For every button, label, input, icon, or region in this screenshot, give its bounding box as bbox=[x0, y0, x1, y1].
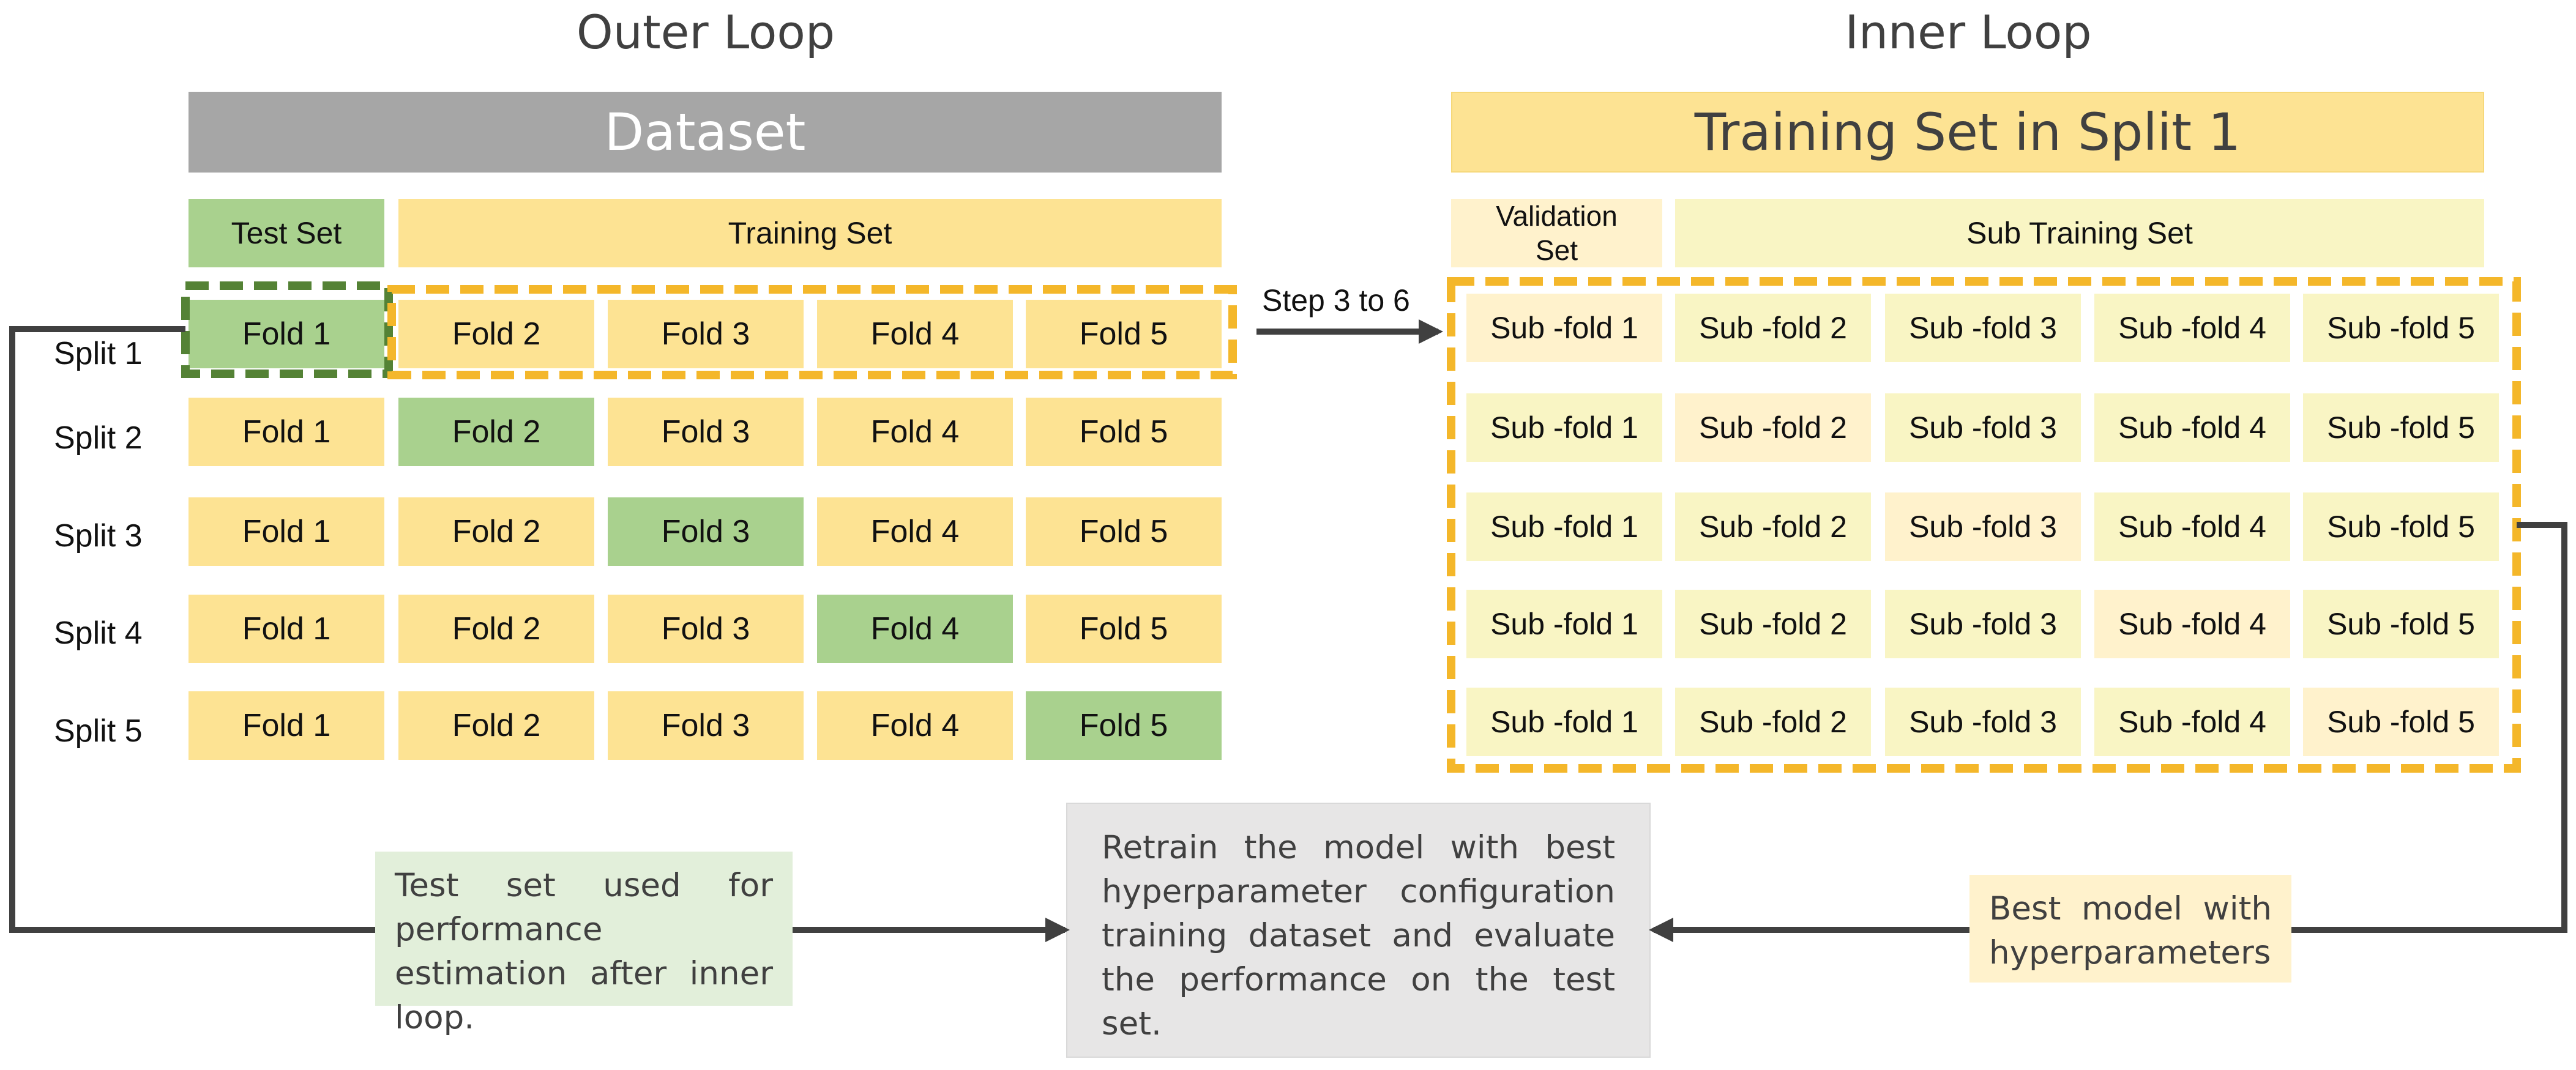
fold-cell: Fold 5 bbox=[1026, 595, 1222, 663]
fold-cell: Fold 4 bbox=[817, 595, 1013, 663]
fold-cell: Fold 1 bbox=[189, 398, 384, 466]
subfold-cell: Sub -fold 1 bbox=[1466, 294, 1662, 362]
right-loop-connector bbox=[2291, 522, 2567, 933]
fold-cell: Fold 1 bbox=[189, 300, 384, 368]
subfold-cell: Sub -fold 1 bbox=[1466, 590, 1662, 658]
subfold-cell: Sub -fold 2 bbox=[1675, 393, 1871, 462]
training-set-in-split-bar: Training Set in Split 1 bbox=[1451, 92, 2484, 173]
subfold-cell: Sub -fold 1 bbox=[1466, 492, 1662, 561]
fold-cell: Fold 4 bbox=[817, 497, 1013, 566]
fold-cell: Fold 2 bbox=[398, 497, 594, 566]
subfold-cell: Sub -fold 4 bbox=[2094, 294, 2290, 362]
training-folds-highlight bbox=[387, 285, 1237, 379]
subfold-cell: Sub -fold 3 bbox=[1885, 590, 2081, 658]
fold-cell: Fold 2 bbox=[398, 595, 594, 663]
subfold-cell: Sub -fold 2 bbox=[1675, 688, 1871, 756]
fold-cell: Fold 3 bbox=[608, 497, 804, 566]
fold-cell: Fold 1 bbox=[189, 595, 384, 663]
split-label-3: Split 3 bbox=[54, 518, 143, 554]
fold-cell: Fold 1 bbox=[189, 497, 384, 566]
sub-training-set-header: Sub Training Set bbox=[1675, 199, 2484, 267]
split-label-2: Split 2 bbox=[54, 420, 143, 456]
validation-set-header: Validation Set bbox=[1451, 199, 1662, 267]
fold-cell: Fold 3 bbox=[608, 595, 804, 663]
subfold-cell: Sub -fold 1 bbox=[1466, 393, 1662, 462]
subfold-cell: Sub -fold 5 bbox=[2303, 294, 2499, 362]
fold-cell: Fold 1 bbox=[189, 691, 384, 760]
subfold-cell: Sub -fold 2 bbox=[1675, 492, 1871, 561]
subfold-cell: Sub -fold 3 bbox=[1885, 294, 2081, 362]
fold-cell: Fold 3 bbox=[608, 398, 804, 466]
fold-cell: Fold 5 bbox=[1026, 497, 1222, 566]
split-label-5: Split 5 bbox=[54, 713, 143, 749]
test-set-note: Test set used for performance estimation… bbox=[375, 852, 793, 1036]
subfold-cell: Sub -fold 4 bbox=[2094, 688, 2290, 756]
inner-grid-highlight bbox=[1447, 277, 2521, 773]
dataset-bar: Dataset bbox=[189, 92, 1222, 173]
fold-cell: Fold 3 bbox=[608, 691, 804, 760]
subfold-cell: Sub -fold 3 bbox=[1885, 688, 2081, 756]
fold-cell: Fold 4 bbox=[817, 398, 1013, 466]
subfold-cell: Sub -fold 2 bbox=[1675, 590, 1871, 658]
fold-cell: Fold 5 bbox=[1026, 398, 1222, 466]
split-label-4: Split 4 bbox=[54, 615, 143, 651]
inner-loop-title: Inner Loop bbox=[1845, 5, 2092, 59]
subfold-cell: Sub -fold 5 bbox=[2303, 492, 2499, 561]
training-set-header: Training Set bbox=[398, 199, 1222, 267]
fold-cell: Fold 5 bbox=[1026, 691, 1222, 760]
subfold-cell: Sub -fold 2 bbox=[1675, 294, 1871, 362]
fold-cell: Fold 2 bbox=[398, 398, 594, 466]
subfold-cell: Sub -fold 5 bbox=[2303, 590, 2499, 658]
test-fold-highlight bbox=[181, 281, 393, 378]
step-arrow-label: Step 3 to 6 bbox=[1262, 283, 1410, 318]
outer-loop-title: Outer Loop bbox=[576, 5, 835, 59]
subfold-cell: Sub -fold 5 bbox=[2303, 393, 2499, 462]
subfold-cell: Sub -fold 4 bbox=[2094, 590, 2290, 658]
fold-cell: Fold 5 bbox=[1026, 300, 1222, 368]
test-set-header: Test Set bbox=[189, 199, 384, 267]
best-model-note: Best model with hyperparameters bbox=[1969, 875, 2291, 983]
fold-cell: Fold 4 bbox=[817, 300, 1013, 368]
subfold-cell: Sub -fold 3 bbox=[1885, 393, 2081, 462]
subfold-cell: Sub -fold 4 bbox=[2094, 393, 2290, 462]
subfold-cell: Sub -fold 3 bbox=[1885, 492, 2081, 561]
subfold-cell: Sub -fold 4 bbox=[2094, 492, 2290, 561]
subfold-cell: Sub -fold 1 bbox=[1466, 688, 1662, 756]
fold-cell: Fold 3 bbox=[608, 300, 804, 368]
left-loop-connector bbox=[9, 326, 375, 933]
fold-cell: Fold 4 bbox=[817, 691, 1013, 760]
retrain-note: Retrain the model with best hyperparamet… bbox=[1066, 803, 1651, 1058]
fold-cell: Fold 2 bbox=[398, 300, 594, 368]
fold-cell: Fold 2 bbox=[398, 691, 594, 760]
split-label-1: Split 1 bbox=[54, 336, 143, 371]
subfold-cell: Sub -fold 5 bbox=[2303, 688, 2499, 756]
